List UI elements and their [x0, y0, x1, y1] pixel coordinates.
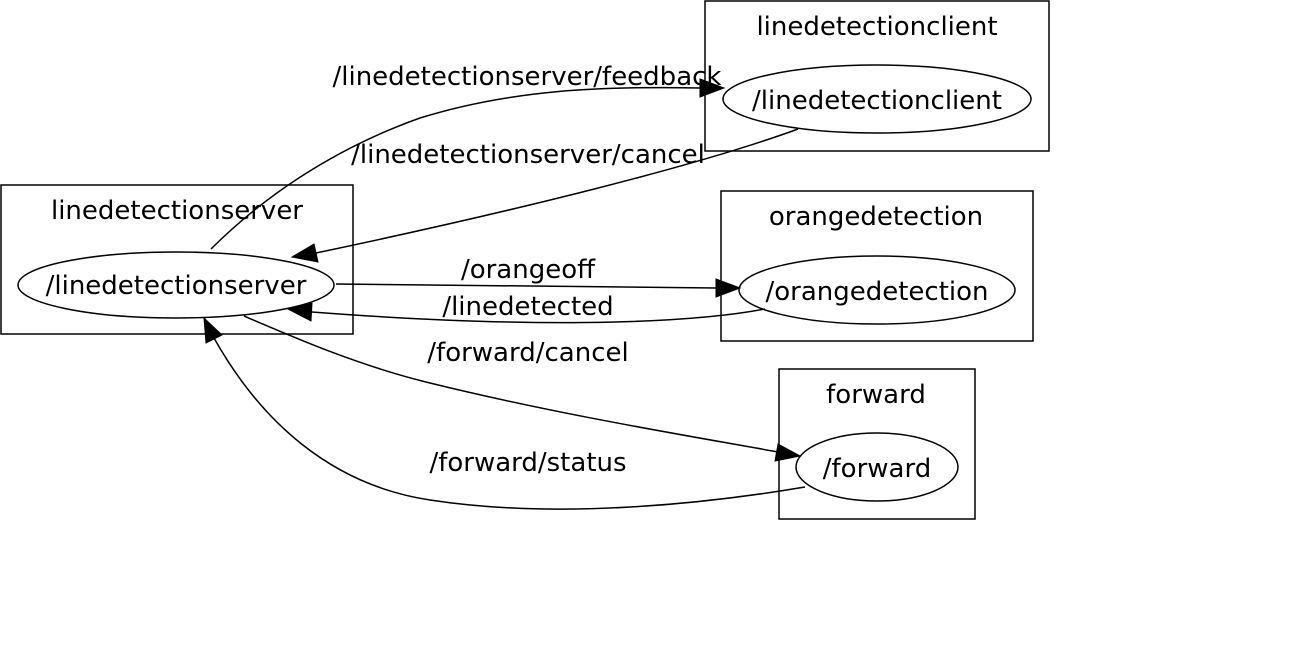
- node-forward[interactable]: /forward: [795, 432, 959, 502]
- arrowhead-orangeoff: [715, 278, 742, 298]
- edge-feedback: /linedetectionserver/feedback: [210, 62, 726, 250]
- arrowhead-forward-cancel: [774, 443, 802, 462]
- edge-label-feedback: /linedetectionserver/feedback: [333, 62, 722, 92]
- node-label-forward: /forward: [823, 454, 931, 484]
- cluster-title-forward: forward: [826, 380, 926, 410]
- edge-forward-cancel: /forward/cancel: [243, 315, 802, 462]
- node-label-linedetectionclient: /linedetectionclient: [752, 86, 1002, 116]
- node-ellipse-forward[interactable]: [795, 432, 959, 502]
- node-ellipse-orangedetection[interactable]: [738, 255, 1016, 325]
- node-linedetectionserver[interactable]: /linedetectionserver: [17, 251, 335, 319]
- cluster-linedetectionclient: linedetectionclient /linedetectionclient: [704, 0, 1050, 152]
- edge-path-forward-cancel: [243, 315, 779, 453]
- node-ellipse-linedetectionclient[interactable]: [722, 64, 1032, 134]
- edge-label-orangeoff: /orangeoff: [461, 255, 596, 285]
- cluster-orangedetection: orangedetection /orangedetection: [720, 190, 1034, 342]
- cluster-linedetectionserver: linedetectionserver /linedetectionserver: [0, 184, 354, 335]
- edge-orangeoff: /orangeoff: [335, 255, 742, 298]
- cluster-title-linedetectionserver: linedetectionserver: [51, 196, 303, 226]
- node-label-orangedetection: /orangedetection: [765, 277, 988, 307]
- arrowhead-linedetected: [286, 302, 313, 322]
- arrowhead-cancel: [290, 243, 319, 263]
- edge-label-forward-cancel: /forward/cancel: [427, 338, 628, 368]
- edge-path-linedetected: [311, 308, 766, 324]
- cluster-title-orangedetection: orangedetection: [769, 202, 983, 232]
- cluster-forward: forward /forward: [778, 368, 976, 520]
- cluster-title-linedetectionclient: linedetectionclient: [756, 12, 997, 42]
- edge-path-feedback: [210, 86, 701, 250]
- edge-label-cancel: /linedetectionserver/cancel: [351, 140, 705, 170]
- edge-cancel: /linedetectionserver/cancel: [290, 128, 799, 263]
- node-label-linedetectionserver: /linedetectionserver: [46, 271, 307, 301]
- node-ellipse-linedetectionserver[interactable]: [17, 251, 335, 319]
- edge-label-forward-status: /forward/status: [429, 448, 626, 478]
- edge-path-forward-status: [213, 337, 806, 510]
- node-orangedetection[interactable]: /orangedetection: [738, 255, 1016, 325]
- arrowhead-feedback: [699, 78, 726, 98]
- edge-path-cancel: [315, 128, 799, 254]
- arrowhead-forward-status: [203, 316, 223, 344]
- edge-linedetected: /linedetected: [286, 292, 766, 324]
- edge-forward-status: /forward/status: [203, 316, 806, 510]
- node-linedetectionclient[interactable]: /linedetectionclient: [722, 64, 1032, 134]
- edge-path-orangeoff: [335, 283, 717, 289]
- edge-label-linedetected: /linedetected: [442, 292, 613, 322]
